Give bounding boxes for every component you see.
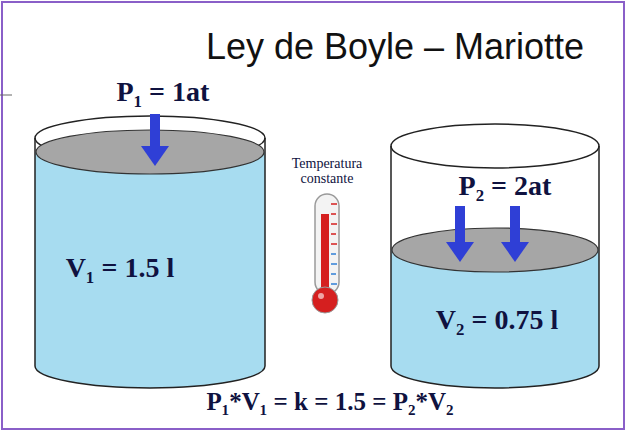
- label-holder: Temperatura constante: [269, 156, 385, 187]
- gas-volume: [35, 152, 265, 388]
- pressure-label: P₂ = 2at: [459, 170, 552, 202]
- cylinder-body: [391, 146, 599, 388]
- text-holder: V₂ = 0.75 l: [436, 304, 558, 336]
- text-holder: V₁ = 1.5 l: [66, 252, 174, 284]
- arrow-shaft: [455, 206, 465, 243]
- cylinder-rim: [391, 124, 599, 168]
- cylinder-wall: [391, 146, 599, 388]
- label-holder: P₂ = 2at: [459, 170, 552, 202]
- arrow-shaft: [150, 114, 160, 147]
- volume-label: V₁ = 1.5 l: [66, 252, 174, 284]
- blue-ticks: [331, 254, 337, 284]
- temperature-note: Temperatura constante: [269, 156, 385, 187]
- label-holder: P₁ = 1at: [117, 76, 210, 108]
- red-ticks: [331, 204, 337, 244]
- cylinder-wall: [35, 138, 265, 388]
- arrow-head: [141, 146, 169, 166]
- cylinder-drawing: [385, 106, 607, 396]
- label-holder: P₁*V₁ = k = 1.5 = P₂*V₂: [206, 388, 453, 417]
- cylinder: V₂ = 0.75 l: [385, 106, 607, 396]
- pressure-label: P₁ = 1at: [117, 76, 210, 108]
- title-text: Ley de Boyle – Mariotte: [206, 26, 584, 67]
- edge-tick: [0, 95, 12, 96]
- cylinder-body: [35, 138, 265, 388]
- bulb-highlight: [318, 293, 324, 299]
- arrow-shaft: [510, 206, 520, 243]
- thermometer-column: [321, 214, 329, 298]
- cylinder: V₁ = 1.5 l: [30, 94, 270, 396]
- piston: [392, 228, 598, 272]
- arrow-head: [501, 242, 529, 262]
- thermometer: [312, 194, 339, 313]
- cylinder-drawing: [30, 94, 270, 396]
- formula: P₁*V₁ = k = 1.5 = P₂*V₂: [206, 388, 453, 417]
- thermometer-bulb: [312, 287, 338, 313]
- volume-label: V₂ = 0.75 l: [436, 304, 558, 336]
- arrow-head: [446, 242, 474, 262]
- title-holder: Ley de Boyle – Mariotte: [206, 26, 584, 67]
